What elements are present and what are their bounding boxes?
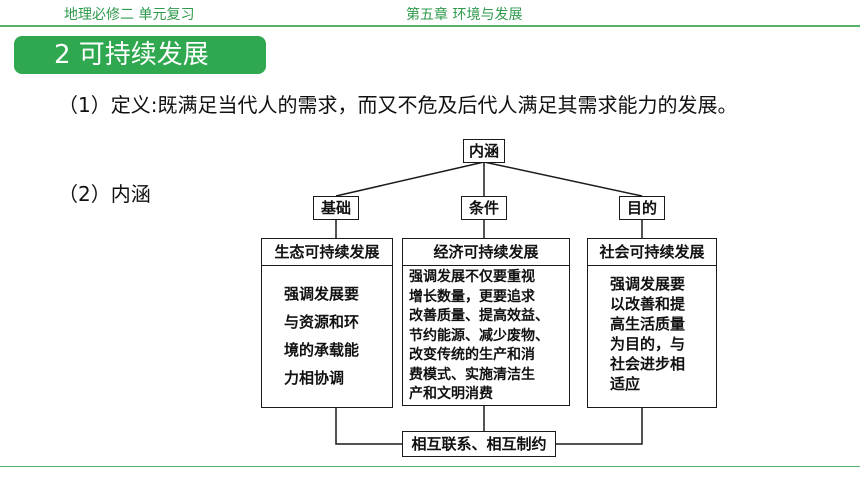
course-title: 地理必修二 单元复习 <box>64 7 195 23</box>
column-economic: 经济可持续发展 强调发展不仅要重视 增长数量，更要追求 改善质量、提高效益、 节… <box>402 238 570 406</box>
connotation-label: （2）内涵 <box>58 182 151 206</box>
section-title-badge: 2 可持续发展 <box>14 36 266 74</box>
connector-eco-bottom <box>335 408 402 445</box>
column-ecological: 生态可持续发展 强调发展要 与资源和环 境的承载能 力相协调 <box>261 238 393 408</box>
column-ecological-body: 强调发展要 与资源和环 境的承载能 力相协调 <box>284 285 360 387</box>
column-social: 社会可持续发展 强调发展要 以改善和提 高生活质量 为目的，与 社会进步相 适应 <box>587 238 717 408</box>
label-condition: 条件 <box>461 196 507 220</box>
column-economic-title: 经济可持续发展 <box>403 239 569 266</box>
column-ecological-title: 生态可持续发展 <box>262 239 392 266</box>
root-box: 内涵 <box>463 139 505 163</box>
label-goal: 目的 <box>619 196 665 220</box>
column-social-body: 强调发展要 以改善和提 高生活质量 为目的，与 社会进步相 适应 <box>610 275 686 393</box>
connector-social-bottom <box>556 408 643 445</box>
definition-text: （1）定义:既满足当代人的需求，而又不危及后代人满足其需求能力的发展。 <box>58 93 738 117</box>
header-divider <box>0 25 860 27</box>
bottom-relation-box: 相互联系、相互制约 <box>402 431 556 457</box>
column-social-title: 社会可持续发展 <box>588 239 716 266</box>
top-header: 地理必修二 单元复习 第五章 环境与发展 <box>0 0 860 27</box>
chapter-title: 第五章 环境与发展 <box>406 7 523 23</box>
connector-root-goal <box>483 161 643 197</box>
connector-root-basis <box>335 161 485 197</box>
column-economic-body: 强调发展不仅要重视 增长数量，更要追求 改善质量、提高效益、 节约能源、减少废物… <box>409 269 549 402</box>
label-basis: 基础 <box>313 196 359 220</box>
footer-divider <box>0 466 860 467</box>
